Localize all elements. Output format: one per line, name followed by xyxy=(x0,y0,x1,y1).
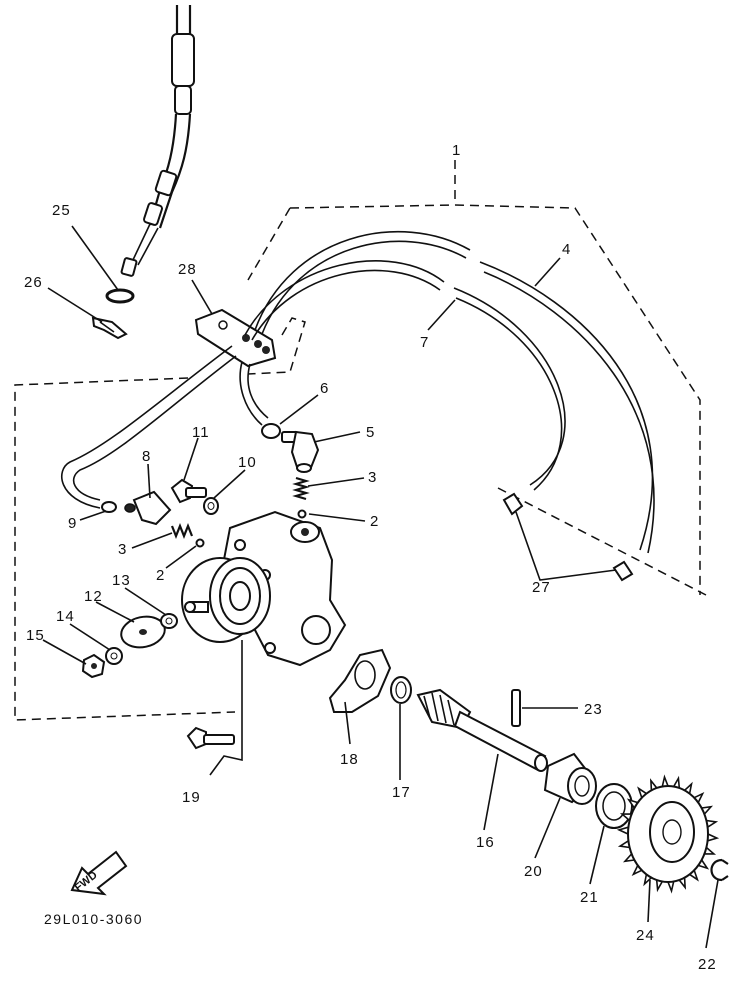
washer-part-13 xyxy=(160,613,178,629)
bearing-part-21 xyxy=(595,783,633,829)
collar-part-9 xyxy=(101,501,117,513)
ball-part-2-upper xyxy=(297,509,307,519)
callout-16: 16 xyxy=(476,834,495,851)
callout-1: 1 xyxy=(452,142,461,159)
ball-part-2-lower xyxy=(195,538,205,548)
callout-labels: 1 2 2 3 3 4 5 6 7 8 9 10 11 12 13 14 15 … xyxy=(24,142,717,973)
callout-28: 28 xyxy=(178,261,197,278)
group-boundary-pump xyxy=(14,317,306,721)
washer-part-10 xyxy=(203,497,219,515)
spring-part-3-lower xyxy=(170,523,194,539)
oil-hoses xyxy=(61,231,655,554)
o-ring-part-25 xyxy=(105,288,135,304)
group-boundary-fittings xyxy=(497,487,707,596)
callout-2-upper: 2 xyxy=(370,513,379,530)
collar-part-6 xyxy=(261,423,281,439)
callout-24: 24 xyxy=(636,927,655,944)
callout-8: 8 xyxy=(142,448,151,465)
bolt-part-19 xyxy=(186,726,235,750)
callout-21: 21 xyxy=(580,889,599,906)
gear-teeth xyxy=(616,774,720,894)
fitting-part-27-b xyxy=(612,560,634,582)
nut-part-15 xyxy=(81,653,106,679)
diagram-code: 29L010-3060 xyxy=(44,911,143,927)
callout-19: 19 xyxy=(182,789,201,806)
fitting-part-27-a xyxy=(502,492,524,516)
group-boundary-hoses xyxy=(247,160,701,595)
callout-5: 5 xyxy=(366,424,375,441)
bushing-part-20 xyxy=(543,752,597,805)
callout-12: 12 xyxy=(84,588,103,605)
callout-25: 25 xyxy=(52,202,71,219)
callout-7: 7 xyxy=(420,334,429,351)
gear-part-24 xyxy=(616,774,720,894)
circlip-part-22 xyxy=(710,858,729,882)
callout-2-lower: 2 xyxy=(156,567,165,584)
hose-holder-part-28 xyxy=(194,308,277,368)
callout-13: 13 xyxy=(112,572,131,589)
gasket-part-18 xyxy=(328,648,392,713)
callout-15: 15 xyxy=(26,627,45,644)
callout-26: 26 xyxy=(24,274,43,291)
leader-lines xyxy=(42,225,719,949)
callout-9: 9 xyxy=(68,515,77,532)
pin-part-23 xyxy=(511,689,521,727)
callout-11: 11 xyxy=(192,424,210,441)
spring-part-3-upper xyxy=(292,476,310,501)
callout-17: 17 xyxy=(392,784,411,801)
pump-shaft-part-16 xyxy=(416,688,548,772)
o-ring-part-17 xyxy=(390,676,412,704)
callout-27: 27 xyxy=(532,579,551,596)
oil-pump-cable xyxy=(120,5,195,277)
callout-18: 18 xyxy=(340,751,359,768)
callout-6: 6 xyxy=(320,380,329,397)
callout-3-lower: 3 xyxy=(118,541,127,558)
forward-direction-arrow: FWD xyxy=(70,850,128,896)
callout-20: 20 xyxy=(524,863,543,880)
oil-pump-assembly xyxy=(181,510,347,667)
banjo-fitting-part-5 xyxy=(281,430,320,473)
callout-4: 4 xyxy=(562,241,571,258)
washer-part-14 xyxy=(105,647,123,665)
callout-10: 10 xyxy=(238,454,257,471)
callout-22: 22 xyxy=(698,956,717,973)
callout-23: 23 xyxy=(584,701,603,718)
callout-3-upper: 3 xyxy=(368,469,377,486)
fitting-part-8 xyxy=(124,490,172,526)
callout-14: 14 xyxy=(56,608,75,625)
clip-part-26 xyxy=(91,316,128,340)
bolt-part-11 xyxy=(170,478,207,504)
